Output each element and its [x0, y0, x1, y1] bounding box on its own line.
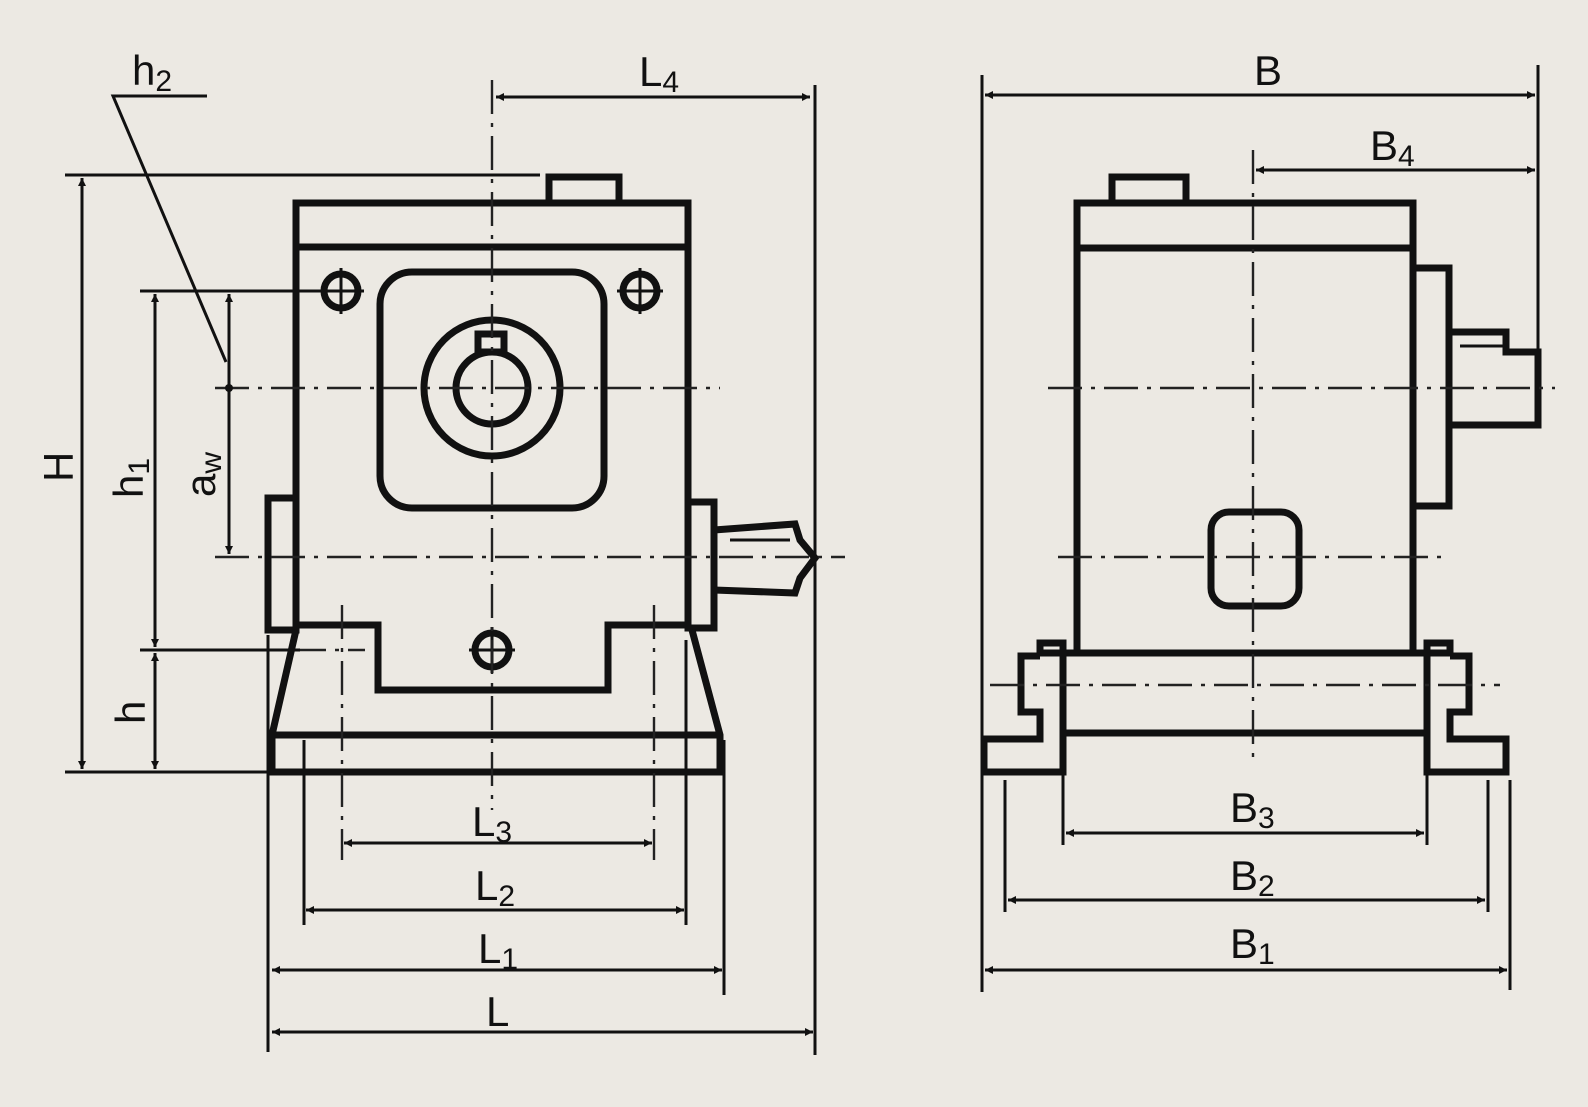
front-view [215, 80, 845, 860]
side-base-left-foot [980, 639, 1067, 776]
label-H: H [35, 452, 82, 482]
side-housing-outline [1073, 199, 1417, 657]
front-vent-plug [545, 173, 623, 207]
front-dimensions [78, 93, 813, 1036]
front-input-shaft [713, 520, 820, 597]
front-right-boss [684, 498, 718, 632]
side-output-shaft [1449, 328, 1542, 429]
dim-h2-leader [110, 94, 228, 363]
side-base-upper [1059, 649, 1431, 737]
label-h2: h2 [132, 47, 172, 98]
front-extension-lines [65, 85, 817, 1055]
front-bolt-holes [318, 268, 663, 673]
label-B4: B4 [1370, 122, 1415, 173]
side-dimensions [985, 91, 1535, 974]
side-extension-lines [980, 65, 1540, 992]
label-L2: L2 [475, 862, 515, 913]
front-base [268, 629, 724, 776]
front-left-boss [264, 494, 300, 634]
side-vent-plug [1108, 173, 1190, 207]
label-L3: L3 [472, 798, 512, 849]
front-labels: L4 L L1 L2 L3 h2 H h1 h aw [35, 47, 679, 1035]
label-h: h [107, 701, 154, 724]
label-aw: aw [177, 452, 228, 497]
label-B2: B2 [1230, 852, 1275, 903]
front-housing-outline [292, 199, 692, 694]
side-base-right-foot [1423, 639, 1510, 776]
side-input-window [1207, 508, 1303, 610]
aw-center-dot [225, 384, 233, 392]
label-B3: B3 [1230, 784, 1275, 835]
side-view [980, 150, 1555, 776]
label-B: B [1254, 47, 1282, 94]
label-L: L [486, 988, 509, 1035]
label-B1: B1 [1230, 920, 1275, 971]
label-L1: L1 [478, 925, 518, 976]
label-h1: h1 [105, 458, 156, 498]
label-L4: L4 [639, 48, 679, 99]
